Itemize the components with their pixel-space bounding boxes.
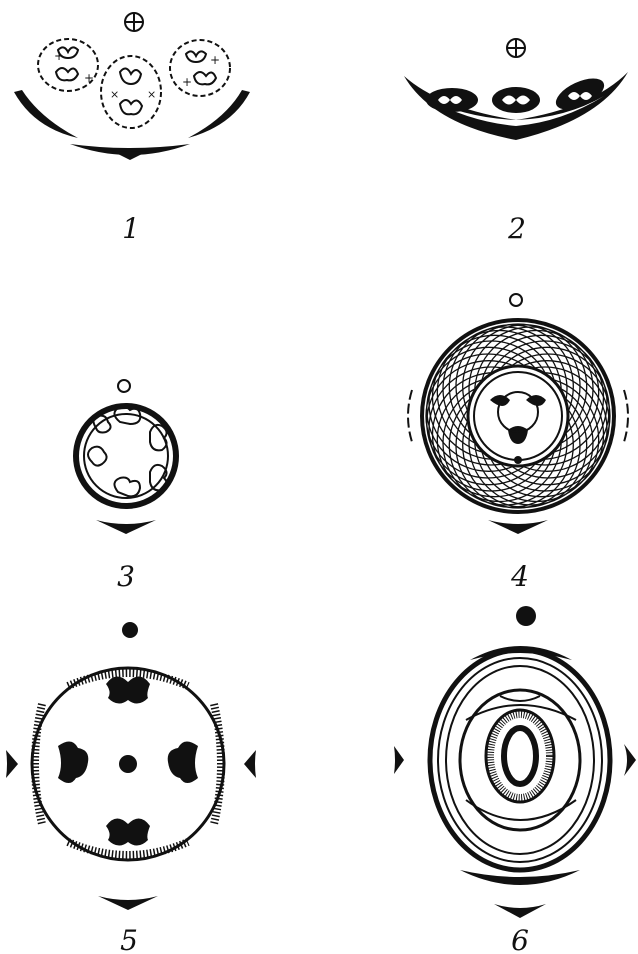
bract-3 [96, 520, 156, 534]
label-6: 6 [511, 924, 529, 954]
label-3: 3 [117, 560, 135, 593]
diagram-3 [76, 380, 176, 534]
svg-text:×: × [147, 88, 156, 101]
flower-2-middle [492, 87, 540, 113]
flower-1-left: + + [38, 39, 98, 91]
flower-2-left [426, 88, 478, 112]
stamens-3 [88, 406, 167, 496]
diagram-6 [394, 606, 636, 918]
svg-text:+: + [210, 53, 220, 67]
diagram-2 [404, 39, 628, 140]
bract-6 [494, 904, 546, 918]
svg-text:+: + [182, 75, 192, 89]
bract-1-right [188, 90, 250, 138]
diagram-1: + + × × + + [14, 13, 250, 160]
axis-mark-5 [122, 622, 138, 638]
axis-mark-1 [125, 13, 143, 31]
bracteole-6-left [394, 746, 404, 774]
stamens-5 [58, 676, 198, 845]
bract-1-left [14, 90, 78, 138]
bracteole-5-left [6, 750, 18, 778]
axis-mark-6 [516, 606, 536, 626]
ovary-6 [486, 710, 554, 802]
diagram-5 [6, 622, 256, 910]
flower-1-right: + + [170, 40, 230, 96]
axis-mark-3 [118, 380, 130, 392]
svg-text:×: × [110, 88, 119, 101]
axis-mark-2 [507, 39, 525, 57]
svg-text:+: + [54, 49, 64, 63]
label-5: 5 [120, 924, 138, 954]
svg-text:+: + [84, 71, 94, 85]
label-4: 4 [510, 560, 529, 593]
bracteole-5-right [244, 750, 256, 778]
label-2: 2 [507, 212, 526, 245]
axis-mark-4 [510, 294, 522, 306]
diagram-4 [408, 294, 628, 534]
bracteole-6-right [624, 744, 636, 776]
bracteole-4-left [408, 390, 412, 442]
bract-5 [98, 896, 158, 910]
bract-4 [488, 520, 548, 534]
flower-1-middle: × × [101, 56, 161, 128]
label-1: 1 [122, 212, 140, 245]
bracteole-4-right [624, 390, 628, 442]
